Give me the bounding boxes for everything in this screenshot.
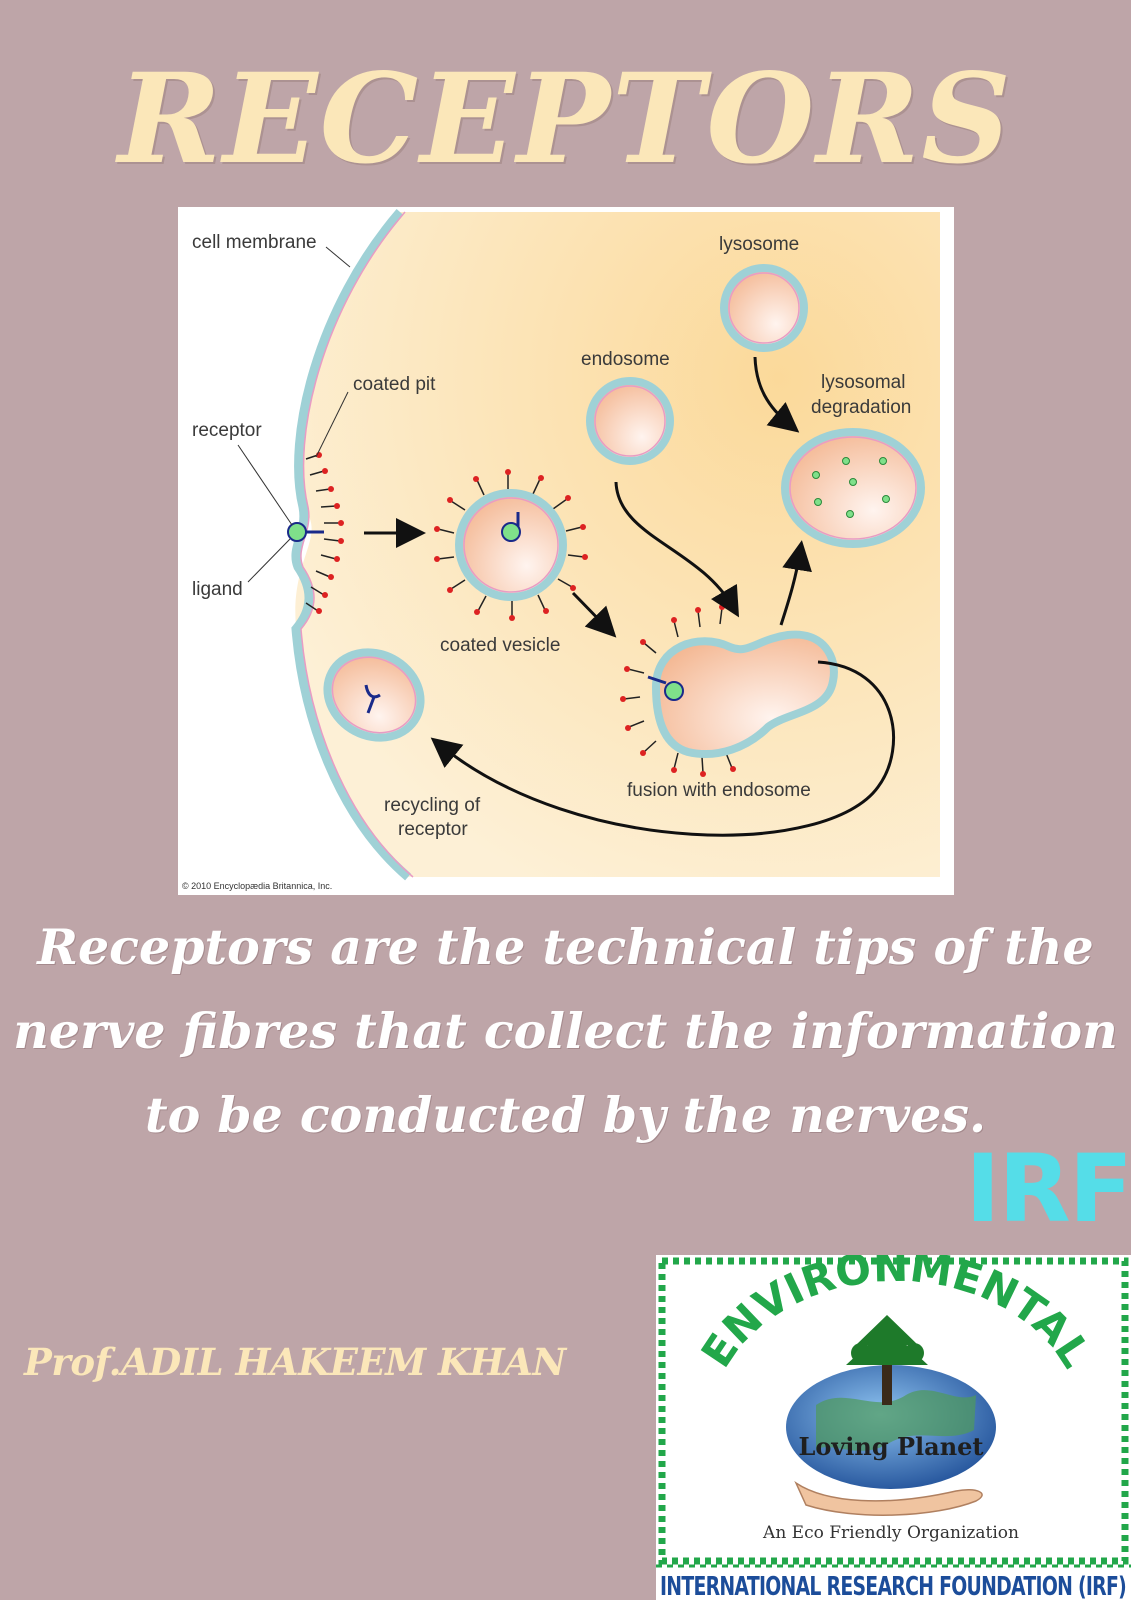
tree-icon (846, 1315, 928, 1405)
process-arrows (364, 356, 896, 837)
leader-lines (237, 246, 351, 583)
diagram-credit: © 2010 Encyclopædia Britannica, Inc. (182, 881, 332, 891)
logo-footer: INTERNATIONAL RESEARCH FOUNDATION (IRF) (660, 1572, 1126, 1600)
logo-tagline: An Eco Friendly Organization (762, 1523, 1019, 1543)
ligand-marker (287, 522, 307, 542)
label-coated-pit: coated pit (353, 374, 436, 395)
environmental-logo: ENVIRONMENTAL Loving Planet An Eco Frien… (656, 1255, 1131, 1600)
label-lysosomal-1: lysosomal (821, 372, 905, 393)
label-cell-membrane: cell membrane (192, 232, 317, 253)
coated-vesicle (434, 469, 588, 621)
author-name: Prof.ADIL HAKEEM KHAN (24, 1340, 566, 1384)
caption-line-2: nerve fibres that collect the informatio… (13, 1002, 1118, 1060)
label-coated-vesicle: coated vesicle (440, 635, 560, 656)
lysosome (720, 264, 808, 352)
caption-line-3: to be conducted by the nerves. (144, 1086, 987, 1144)
endosome (586, 377, 674, 465)
label-lysosomal-2: degradation (811, 397, 911, 418)
logo-border (658, 1257, 1129, 1565)
label-endosome: endosome (581, 349, 670, 370)
brand-mark: IRF (965, 1135, 1131, 1244)
coated-pit-bristles (305, 454, 341, 612)
label-fusion: fusion with endosome (627, 780, 811, 801)
label-receptor: receptor (192, 420, 262, 441)
label-lysosome: lysosome (719, 234, 799, 255)
logo-svg: ENVIRONMENTAL Loving Planet An Eco Frien… (656, 1255, 1131, 1600)
label-recycling-1: recycling of (384, 795, 481, 816)
endocytosis-diagram: cell membrane coated pit receptor ligand… (178, 207, 954, 895)
diagram-svg: cell membrane coated pit receptor ligand… (178, 207, 954, 895)
fused-vesicle (620, 604, 838, 777)
caption: Receptors are the technical tips of the … (10, 905, 1121, 1157)
coated-pit-tips (316, 452, 344, 614)
cell-membrane (291, 209, 411, 881)
label-recycling-2: receptor (398, 819, 468, 840)
lysosomal-degradation (781, 428, 925, 548)
logo-planet-text: Loving Planet (798, 1432, 983, 1461)
page-title: RECEPTORS (118, 47, 1013, 192)
hand-icon (794, 1480, 983, 1516)
caption-line-1: Receptors are the technical tips of the (37, 918, 1094, 976)
recycling-vesicle (323, 648, 425, 742)
label-ligand: ligand (192, 579, 243, 600)
